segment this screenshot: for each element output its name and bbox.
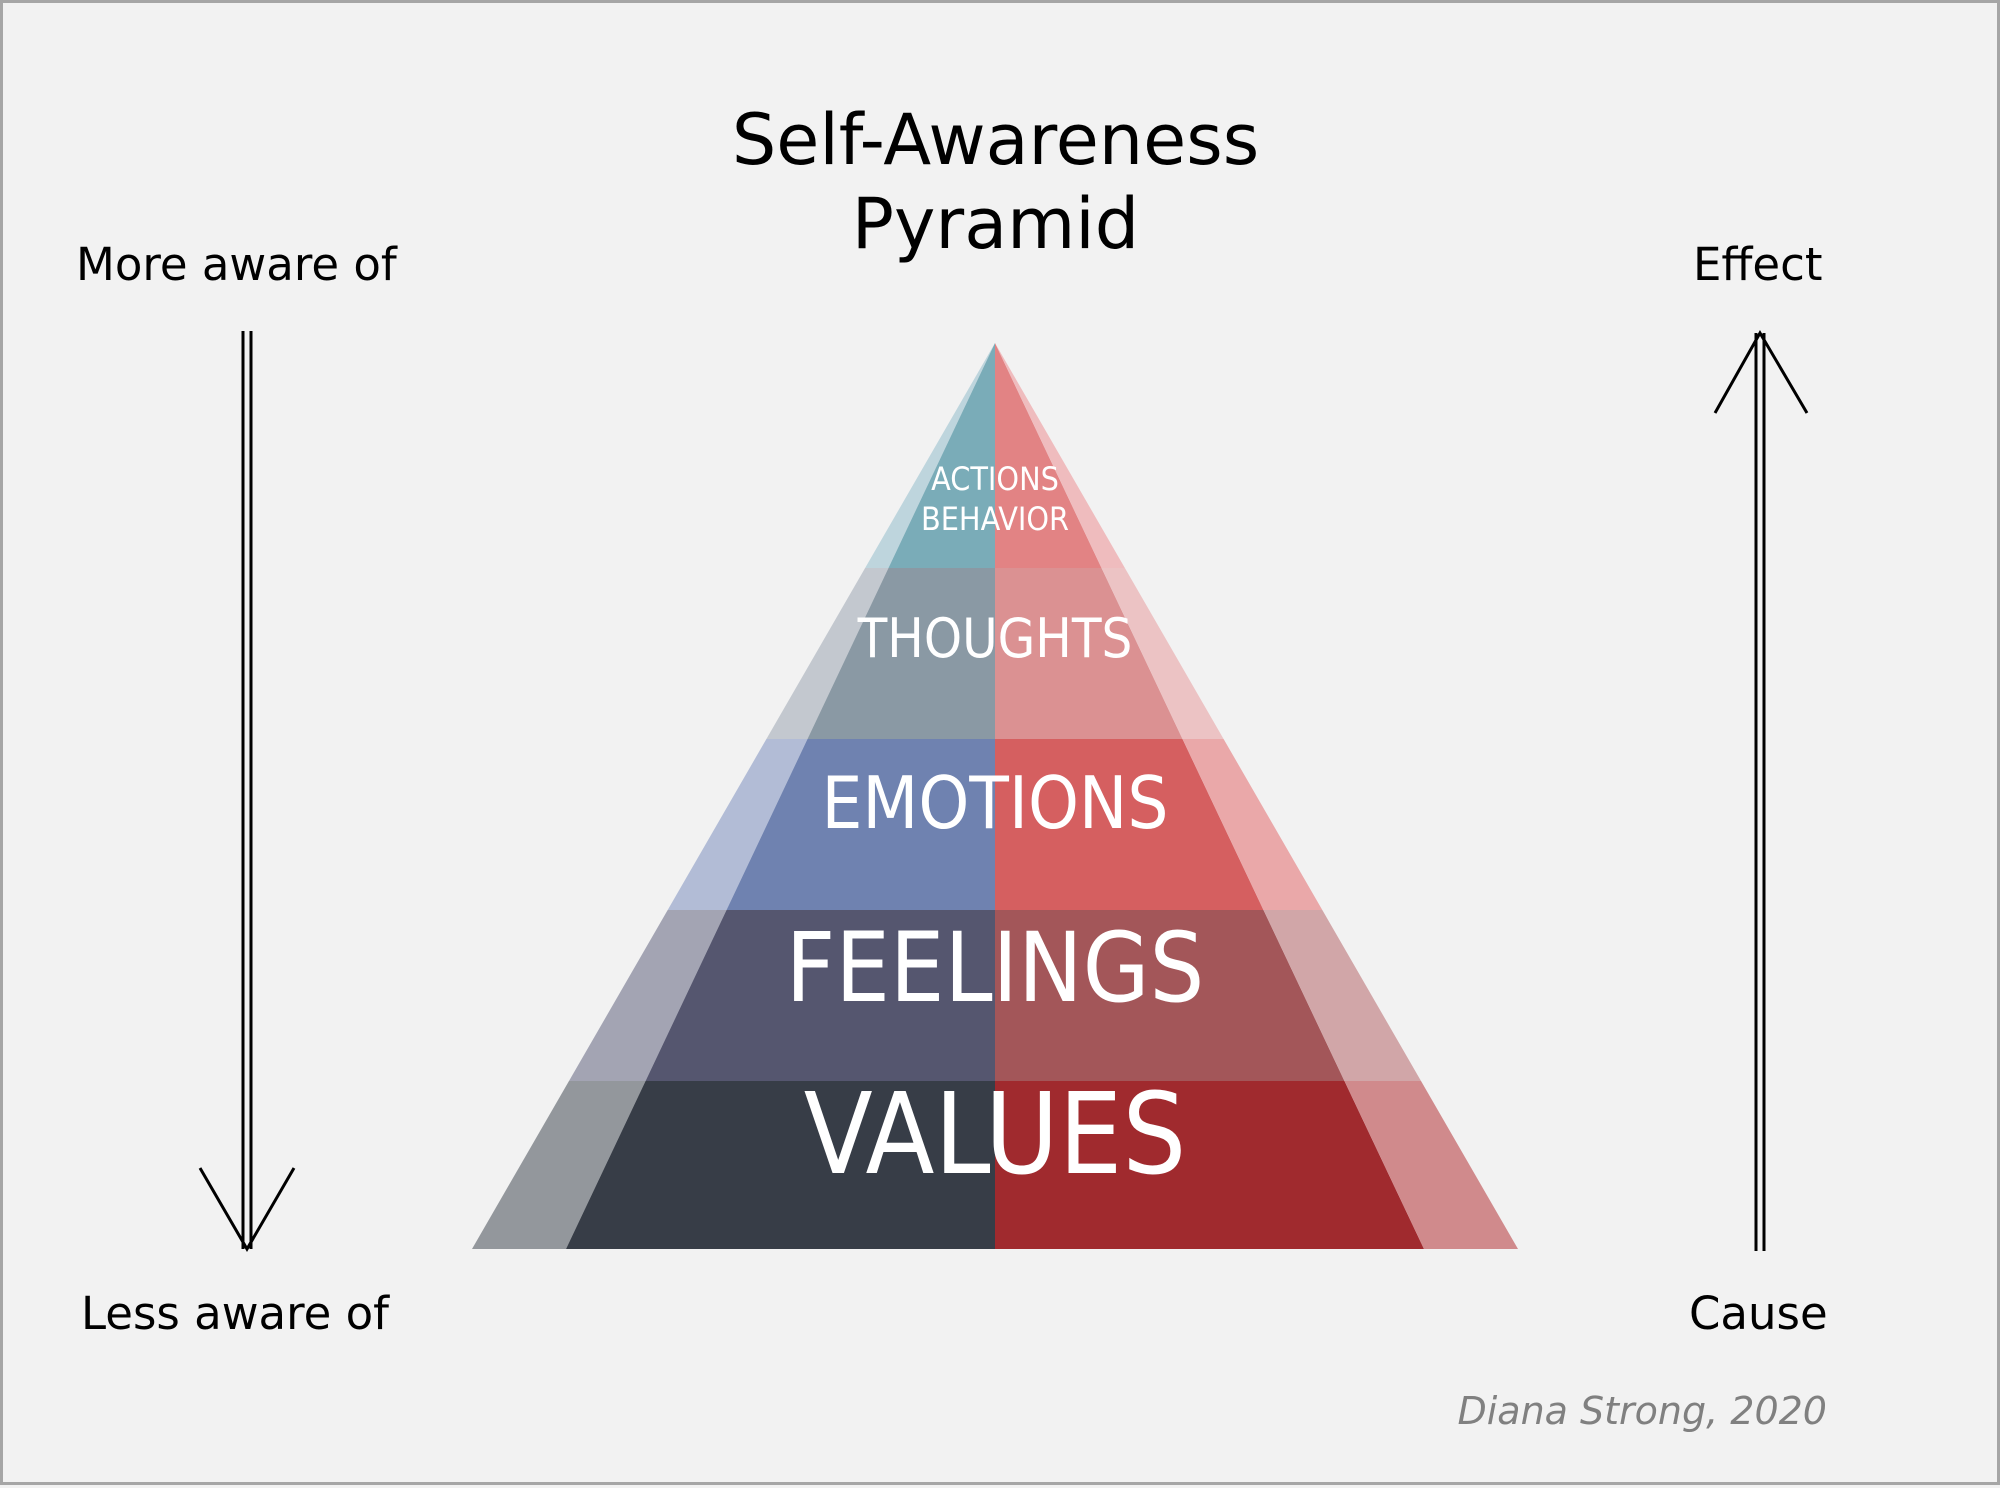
values-outer-left — [472, 1081, 646, 1249]
effect-label: Effect — [1693, 238, 1823, 291]
feelings-outer-right — [1263, 910, 1422, 1081]
values-outer-right — [1344, 1081, 1518, 1249]
up-arrow-icon — [1713, 329, 1809, 1251]
feelings-label: FEELINGS — [786, 912, 1205, 1024]
title-line-2: Pyramid — [851, 183, 1140, 265]
down-arrow-icon — [198, 331, 296, 1252]
thoughts-inner-right — [995, 568, 1183, 739]
emotions-label: EMOTIONS — [822, 761, 1169, 845]
values-inner-left — [566, 1081, 995, 1249]
more-aware-label: More aware of — [76, 238, 397, 291]
feelings-inner-left — [645, 910, 995, 1081]
feelings-outer-left — [568, 910, 727, 1081]
values-label: VALUES — [804, 1070, 1187, 1200]
title-line-1: Self-Awareness — [731, 99, 1260, 181]
thoughts-outer-right — [1101, 568, 1224, 739]
actions-behavior-inner-left — [888, 343, 995, 568]
diagram-title: Self-Awareness Pyramid — [603, 98, 1388, 266]
awareness-arrows — [198, 329, 1809, 1252]
emotions-inner-right — [995, 739, 1264, 910]
less-aware-label: Less aware of — [81, 1287, 389, 1340]
thoughts-label: THOUGHTS — [857, 607, 1133, 670]
actions-behavior-outer-left — [865, 343, 995, 568]
thoughts-outer-left — [766, 568, 889, 739]
values-inner-right — [995, 1081, 1424, 1249]
thoughts-inner-left — [807, 568, 995, 739]
actions-behavior-outer-right — [995, 343, 1125, 568]
author-credit: Diana Strong, 2020 — [1457, 1389, 1827, 1433]
cause-label: Cause — [1689, 1287, 1828, 1340]
actions-behavior-label-1: ACTIONS — [931, 460, 1059, 498]
actions-behavior-label-2: BEHAVIOR — [921, 500, 1069, 538]
emotions-outer-left — [667, 739, 808, 910]
emotions-outer-right — [1182, 739, 1323, 910]
feelings-inner-right — [995, 910, 1345, 1081]
emotions-inner-left — [726, 739, 995, 910]
